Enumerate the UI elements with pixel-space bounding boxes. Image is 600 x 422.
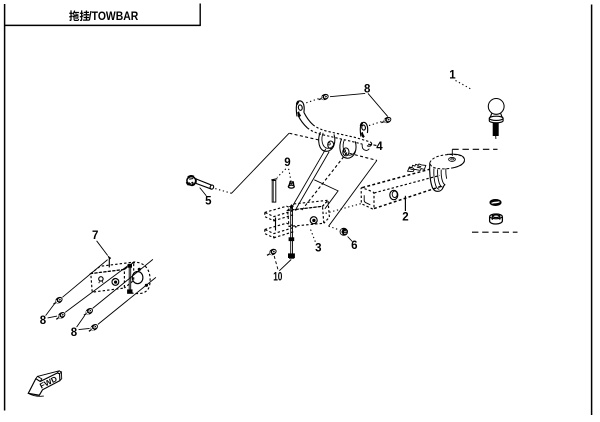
svg-text:7: 7 bbox=[92, 230, 98, 242]
svg-text:6: 6 bbox=[351, 240, 357, 252]
svg-text:8: 8 bbox=[364, 84, 371, 96]
svg-text:10: 10 bbox=[273, 272, 282, 284]
svg-text:4: 4 bbox=[376, 141, 383, 153]
svg-text:1: 1 bbox=[449, 70, 456, 82]
svg-text:FWD: FWD bbox=[38, 374, 59, 391]
svg-text:2: 2 bbox=[402, 212, 408, 224]
svg-text:8: 8 bbox=[71, 327, 78, 339]
svg-text:8: 8 bbox=[40, 315, 47, 327]
svg-text:9: 9 bbox=[284, 157, 290, 169]
svg-text:3: 3 bbox=[315, 243, 321, 255]
svg-text:5: 5 bbox=[205, 196, 212, 208]
svg-text:/TOWBAR: /TOWBAR bbox=[89, 10, 139, 23]
